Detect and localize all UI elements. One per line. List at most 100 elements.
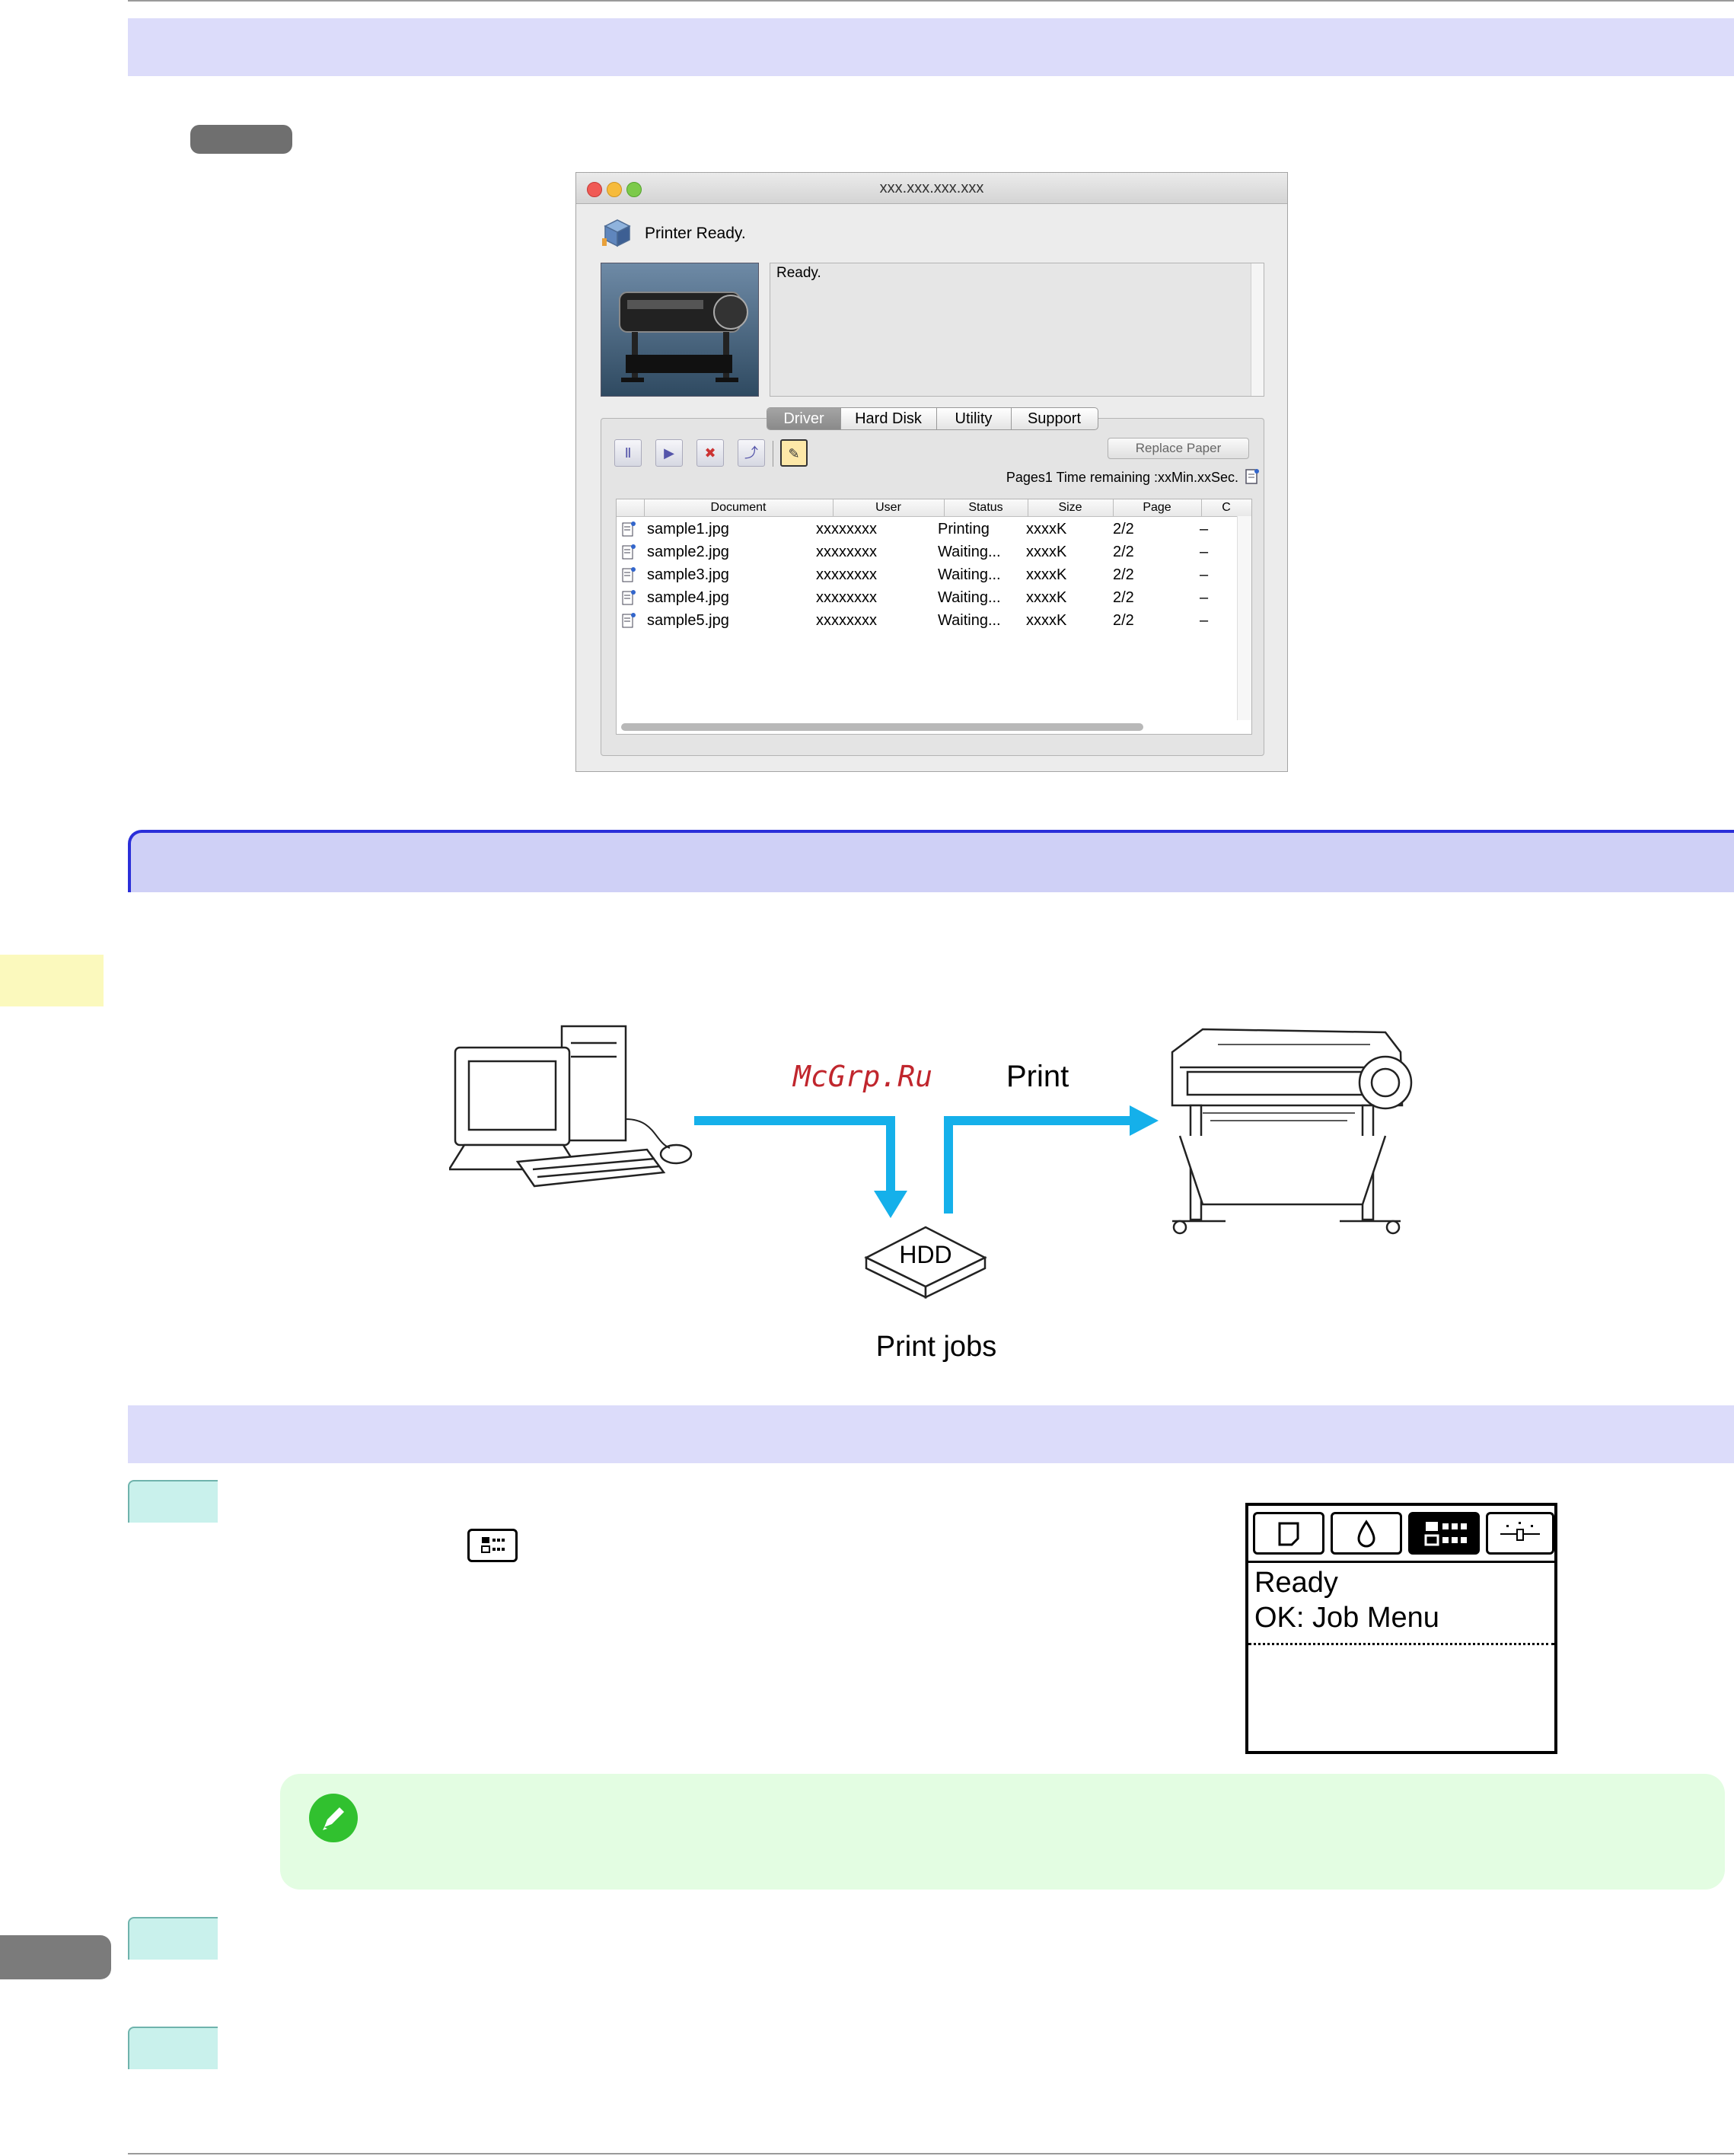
col-user[interactable]: User [833, 499, 945, 516]
tab-hard-disk[interactable]: Hard Disk [840, 408, 937, 429]
delete-job-icon[interactable]: ✖ [696, 439, 724, 467]
side-tab-grey [0, 1935, 111, 1979]
col-icon [617, 499, 645, 516]
job-file-icon [621, 521, 636, 537]
job-user: xxxxxxxx [816, 544, 877, 560]
control-panel-display: Ready OK: Job Menu [1245, 1503, 1557, 1754]
job-c: – [1200, 544, 1209, 560]
job-user: xxxxxxxx [816, 521, 877, 537]
section-header-3 [128, 1405, 1734, 1463]
window-title: xxx.xxx.xxx.xxx [879, 180, 984, 196]
tab-bar: Driver Hard Disk Utility Support [767, 407, 1098, 430]
resume-icon[interactable]: ▶ [655, 439, 683, 467]
message-scrollbar[interactable] [1251, 263, 1264, 396]
job-c: – [1200, 612, 1209, 629]
table-row[interactable]: sample4.jpg xxxxxxxx Waiting... xxxxK 2/… [617, 586, 1248, 609]
title-bar: xxx.xxx.xxx.xxx [576, 173, 1287, 204]
printer-status-icon [599, 215, 633, 249]
job-user: xxxxxxxx [816, 612, 877, 629]
lcd-tab-ink [1331, 1512, 1402, 1555]
os-badge [190, 125, 292, 154]
col-size[interactable]: Size [1028, 499, 1114, 516]
lcd-dotted-divider [1248, 1643, 1554, 1645]
computer-icon [449, 1025, 693, 1188]
job-user: xxxxxxxx [816, 566, 877, 583]
job-size: xxxxK [1026, 589, 1067, 606]
table-row[interactable]: sample3.jpg xxxxxxxx Waiting... xxxxK 2/… [617, 563, 1248, 586]
job-document: sample1.jpg [647, 521, 729, 537]
col-c[interactable]: C [1222, 501, 1231, 514]
job-size: xxxxK [1026, 544, 1067, 560]
reorder-icon[interactable]: ⤴ [738, 439, 765, 467]
job-toolbar: Ⅱ ▶ ✖ ⤴ ✎ [614, 439, 843, 470]
job-size: xxxxK [1026, 612, 1067, 629]
job-status: Printing [938, 521, 990, 537]
job-document: sample2.jpg [647, 544, 729, 560]
printer-image [601, 263, 759, 397]
section-header-1 [128, 18, 1734, 76]
info-line: Pages1 Time remaining :xxMin.xxSec. [1006, 470, 1238, 485]
job-c: – [1200, 566, 1209, 583]
tab-driver[interactable]: Driver [767, 408, 841, 429]
tab-utility[interactable]: Utility [936, 408, 1012, 429]
step-badge-1 [128, 1480, 218, 1523]
job-page: 2/2 [1113, 544, 1134, 560]
col-status[interactable]: Status [944, 499, 1028, 516]
hdd-label: HDD [899, 1241, 952, 1268]
lcd-tab-divider [1248, 1561, 1554, 1563]
spool-arrows [694, 1105, 1159, 1218]
job-page: 2/2 [1113, 566, 1134, 583]
side-tab-yellow [0, 955, 104, 1006]
table-row[interactable]: sample1.jpg xxxxxxxx Printing xxxxK 2/2 … [617, 518, 1248, 541]
job-file-icon [621, 544, 636, 560]
job-size: xxxxK [1026, 566, 1067, 583]
step-badge-2 [128, 1917, 218, 1960]
top-rule [128, 0, 1734, 2]
table-row[interactable]: sample5.jpg xxxxxxxx Waiting... xxxxK 2/… [617, 609, 1248, 632]
hdd-icon [864, 1226, 987, 1299]
job-page: 2/2 [1113, 612, 1134, 629]
job-status: Waiting... [938, 566, 1001, 583]
job-file-icon [621, 566, 636, 583]
job-status: Waiting... [938, 612, 1001, 629]
section-header-2 [128, 830, 1734, 892]
replace-paper-button[interactable]: Replace Paper [1108, 438, 1249, 459]
note-box [280, 1774, 1725, 1890]
job-file-icon [621, 612, 636, 629]
job-c: – [1200, 589, 1209, 606]
col-page[interactable]: Page [1113, 499, 1202, 516]
job-size: xxxxK [1026, 521, 1067, 537]
job-status: Waiting... [938, 544, 1001, 560]
col-document[interactable]: Document [644, 499, 834, 516]
pause-icon[interactable]: Ⅱ [614, 439, 642, 467]
info-doc-icon [1245, 468, 1260, 485]
status-monitor-window: xxx.xxx.xxx.xxx Printer Ready. Ready. [575, 172, 1288, 772]
watermark: McGrp.Ru [793, 1060, 933, 1093]
minimize-button[interactable] [607, 182, 622, 197]
job-user: xxxxxxxx [816, 589, 877, 606]
status-message-box: Ready. [770, 263, 1264, 397]
lcd-line-1: Ready [1254, 1567, 1338, 1599]
job-document: sample3.jpg [647, 566, 729, 583]
table-row[interactable]: sample2.jpg xxxxxxxx Waiting... xxxxK 2/… [617, 541, 1248, 563]
print-jobs-label: Print jobs [875, 1331, 997, 1363]
job-file-icon [621, 589, 636, 606]
lcd-tab-settings [1486, 1512, 1554, 1555]
hdd-print-diagram: McGrp.Ru Print HDD Print jobs [449, 1013, 1423, 1378]
job-page: 2/2 [1113, 521, 1134, 537]
job-list-hscrollbar[interactable] [621, 723, 1143, 731]
status-title: Printer Ready. [645, 225, 746, 242]
large-printer-icon [1171, 1028, 1413, 1235]
zoom-button[interactable] [626, 182, 642, 197]
job-menu-tab-icon [467, 1529, 518, 1562]
lcd-tab-paper [1253, 1512, 1324, 1555]
job-list-header: Document User Status Size Page C [617, 499, 1251, 517]
lcd-line-2: OK: Job Menu [1254, 1602, 1439, 1634]
close-button[interactable] [587, 182, 602, 197]
lcd-tab-job [1408, 1512, 1480, 1555]
bottom-rule [128, 2153, 1734, 2154]
job-list-vscrollbar[interactable] [1237, 516, 1251, 720]
settings-wrench-icon[interactable]: ✎ [780, 439, 808, 467]
job-document: sample5.jpg [647, 612, 729, 629]
tab-support[interactable]: Support [1027, 410, 1082, 427]
